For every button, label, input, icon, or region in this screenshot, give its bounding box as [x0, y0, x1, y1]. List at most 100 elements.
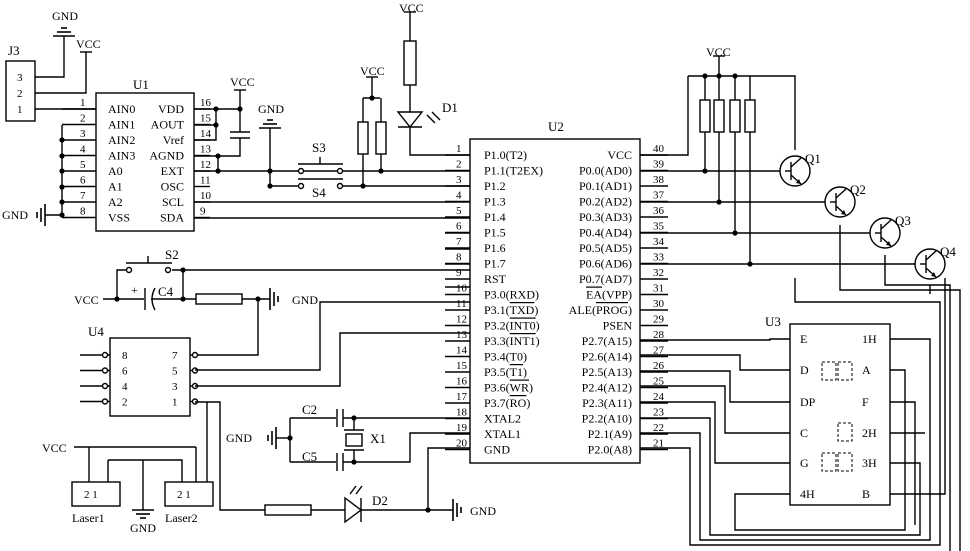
- u2-pin-name: P1.0(T2): [484, 148, 527, 162]
- vcc-label: VCC: [706, 45, 731, 59]
- d1-led: VCC D1: [398, 1, 470, 155]
- u1-pin-name: SCL: [162, 195, 184, 209]
- u2-pin-number: 32: [653, 267, 664, 279]
- u4-pin-number: 6: [122, 366, 128, 378]
- s4-label: S4: [312, 185, 326, 200]
- s3-s4-switches: S3 S4: [267, 140, 470, 200]
- u4-pin-number: 7: [172, 350, 178, 362]
- ground-label: GND: [130, 521, 156, 535]
- u4-pin-number: 8: [122, 350, 128, 362]
- u2-pin-number: 29: [653, 314, 665, 326]
- j3-pin-1: 1: [17, 104, 23, 116]
- laser-modules: VCC 2 1 2 1 Laser1 Laser2 GND: [42, 402, 213, 535]
- u2-pin-number: 10: [456, 283, 468, 295]
- d1-label: D1: [442, 100, 458, 115]
- vcc-symbol: VCC: [76, 37, 101, 52]
- u2-pin-name: P2.0(A8): [588, 443, 632, 457]
- u1-label: U1: [133, 77, 149, 92]
- u2-pin-number: 1: [456, 143, 462, 155]
- u2-pin-number: 14: [456, 345, 468, 357]
- u4-wiring: D2 GND: [195, 302, 496, 522]
- ground-symbol: GND: [52, 9, 78, 36]
- u2-pin-name: P2.4(A12): [582, 381, 632, 395]
- u2-pin-name: P1.1(T2EX): [484, 164, 543, 178]
- u1-pin-name: AGND: [149, 149, 184, 163]
- u2-pin-number: 30: [653, 298, 665, 310]
- u2-pin-name: XTAL2: [484, 412, 521, 426]
- u3-pin-a: A: [862, 363, 871, 377]
- digit-drivers: VCC Q1Q2Q3Q4: [640, 45, 956, 279]
- u4-pin-number: 1: [172, 397, 178, 409]
- u3-pin-d: D: [800, 363, 809, 377]
- u2-pin-number: 35: [653, 221, 665, 233]
- u2-pin-name: P2.2(A10): [582, 412, 632, 426]
- u2-pin-number: 15: [456, 360, 468, 372]
- j3-pin-2: 2: [17, 88, 23, 100]
- transistor-q2: Q2: [825, 182, 866, 217]
- u1-pin-name: SDA: [160, 211, 184, 225]
- u2-pin-number: 23: [653, 407, 665, 419]
- u2-pin-name: VCC: [607, 148, 632, 162]
- u2-pin-name: P0.7(AD7): [579, 272, 632, 286]
- u2-pin-number: 16: [456, 376, 468, 388]
- u4-chip: U4 86427531: [80, 324, 198, 416]
- laser2-pins: 2 1: [177, 489, 191, 501]
- transistor-label: Q3: [895, 213, 911, 228]
- transistor-q3: Q3: [870, 213, 911, 248]
- ground-label: GND: [52, 9, 78, 23]
- u4-pin-number: 2: [122, 397, 128, 409]
- u2-pin-name: P3.2(INT0): [484, 319, 540, 333]
- u1-pin-number: 15: [200, 113, 212, 125]
- u3-pin-dp: DP: [800, 395, 816, 409]
- u1-pin-number: 16: [200, 97, 212, 109]
- u2-pin-name: P1.2: [484, 179, 506, 193]
- u1-left-ground-wiring: GND: [2, 125, 65, 226]
- u2-pin-name: P0.1(AD1): [579, 179, 632, 193]
- u1-pin-number: 2: [80, 113, 86, 125]
- vcc-label: VCC: [399, 1, 424, 15]
- u1-pin-name: AIN1: [108, 118, 135, 132]
- d2-label: D2: [372, 493, 388, 508]
- c2-label: C2: [302, 402, 317, 417]
- u1-pin-name: A1: [108, 180, 123, 194]
- laser1-pins: 2 1: [84, 489, 98, 501]
- u1-pin-name: AIN3: [108, 149, 135, 163]
- u2-pin-name: XTAL1: [484, 427, 521, 441]
- u1-pin-number: 10: [200, 190, 212, 202]
- u1-pin-number: 6: [80, 175, 86, 187]
- vcc-label: VCC: [76, 37, 101, 51]
- u1-pin-number: 1: [80, 97, 86, 109]
- u1-pin-name: VDD: [158, 102, 184, 116]
- j3-label: J3: [8, 43, 20, 58]
- u1-pin-number: 13: [200, 144, 212, 156]
- u2-pin-name: P0.6(AD6): [579, 257, 632, 271]
- u2-pin-number: 7: [456, 236, 462, 248]
- u2-pin-name: P3.1(TXD): [484, 303, 538, 317]
- u2-pin-number: 39: [653, 159, 665, 171]
- u4-pin-number: 4: [122, 381, 128, 393]
- u2-pin-name: P2.7(A15): [582, 334, 632, 348]
- transistor-q4: Q4: [915, 244, 956, 279]
- u2-pin-number: 38: [653, 174, 665, 186]
- u1-pin-name: AIN0: [108, 102, 135, 116]
- vcc-label: VCC: [230, 75, 255, 89]
- ground-label: GND: [2, 208, 28, 222]
- u2-pin-number: 19: [456, 422, 468, 434]
- u2-pin-number: 34: [653, 236, 665, 248]
- u1-right-wiring: VCC GND: [194, 75, 470, 218]
- u2-pin-name: P0.2(AD2): [579, 195, 632, 209]
- transistor-label: Q4: [940, 244, 956, 259]
- laser1-label: Laser1: [72, 511, 105, 525]
- u2-pin-name: P2.3(A11): [582, 396, 632, 410]
- pullup-resistors: VCC: [358, 64, 386, 189]
- u3-display: U3 EDDPCG4H1HAF2H3HB: [765, 314, 890, 505]
- u2-pin-name: P0.3(AD3): [579, 210, 632, 224]
- u2-pin-name: P3.5(T1): [484, 365, 527, 379]
- u2-pin-name: PSEN: [603, 319, 633, 333]
- u2-pin-number: 9: [456, 267, 462, 279]
- u1-pin-number: 4: [80, 144, 86, 156]
- u2-pin-number: 11: [456, 298, 467, 310]
- u2-pin-number: 17: [456, 391, 468, 403]
- u2-pin-name: P2.5(A13): [582, 365, 632, 379]
- u2-pin-name: P0.5(AD5): [579, 241, 632, 255]
